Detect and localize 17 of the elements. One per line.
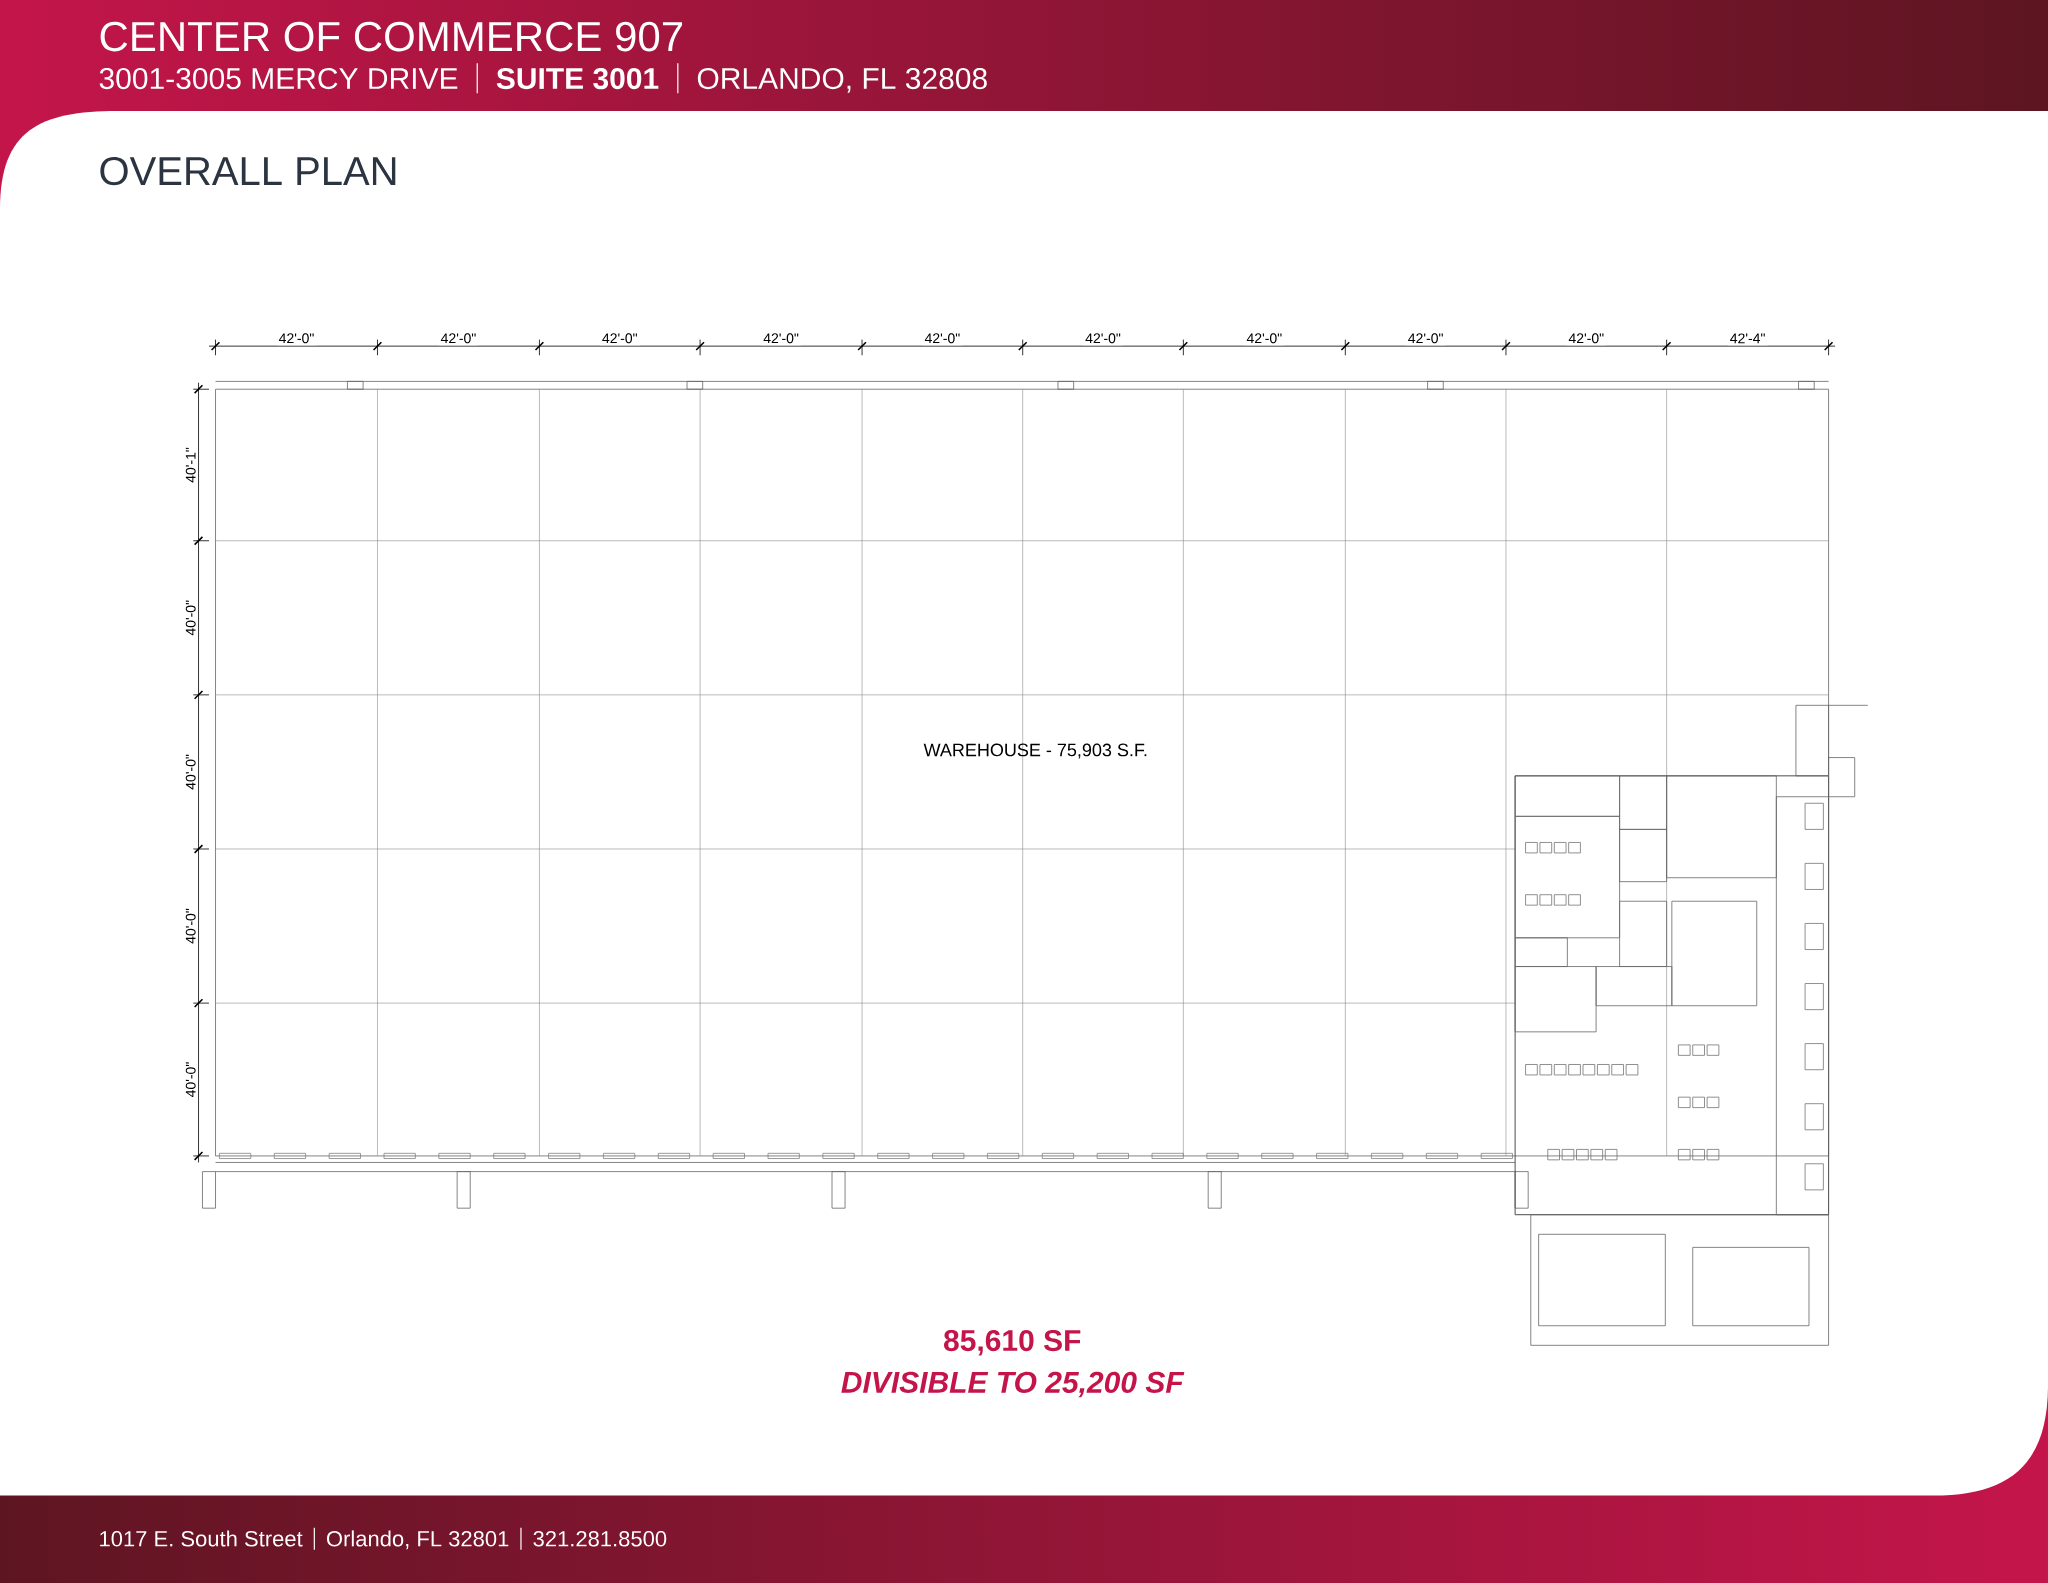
dimension-label: 42'-0" — [599, 331, 640, 346]
title-text: CENTER OF COMMERCE 907 — [100, 21, 682, 52]
heading: OVERALL PLAN — [100, 156, 396, 186]
divisible-text: DIVISIBLE TO 25,200 SF — [841, 1371, 1185, 1398]
dimension-label: 42'-0" — [761, 331, 801, 346]
dimension-label: 42'-0" — [1083, 331, 1123, 346]
footer-text: 1017 E. South Street Orlando, FL 32801 321.281.8500 — [100, 1527, 667, 1551]
dimension-label: 42'-0" — [276, 331, 317, 346]
area-total-text: 85,610 SF — [944, 1329, 1081, 1356]
subtitle-text: 3001-3005 MERCY DRIVE SUITE 3001 ORLANDO, FL 32808 — [99, 62, 987, 94]
dimension-label: 42'-0" — [1244, 331, 1285, 346]
area-label: WAREHOUSE - 75,903 S.F. — [923, 743, 1147, 759]
dimension-label: 42'-0" — [922, 331, 963, 346]
dimension-label: 42'-0" — [1405, 331, 1446, 346]
dimension-label: 42'-0" — [438, 331, 479, 346]
dimension-label: 42'-4" — [1727, 331, 1768, 346]
dimension-label: 42'-0" — [1566, 331, 1607, 346]
